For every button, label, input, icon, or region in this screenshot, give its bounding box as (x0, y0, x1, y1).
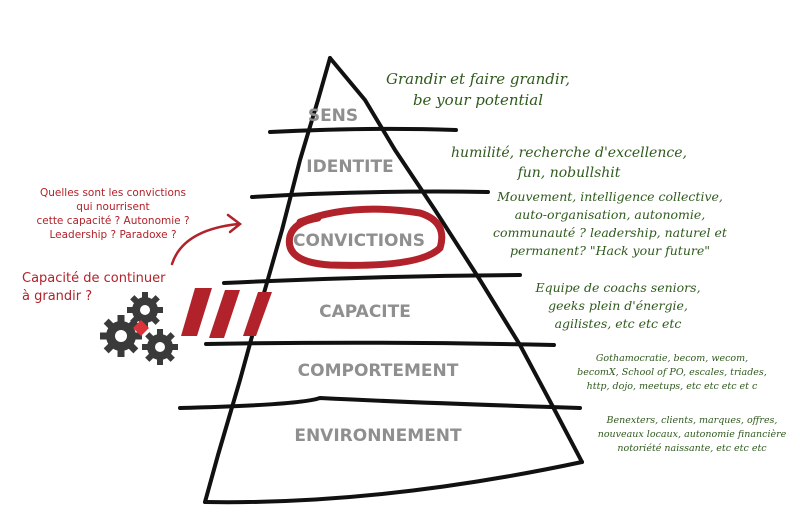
separator-3 (222, 273, 522, 285)
question-convictions: Quelles sont les convictions qui nourris… (36, 187, 189, 241)
question-convictions-line-1: Quelles sont les convictions (40, 187, 186, 199)
note-sens-line-2: be your potential (413, 91, 543, 109)
gears-icon (100, 292, 178, 365)
gear-left (100, 315, 142, 357)
note-comportement-line-3: http, dojo, meetups, etc etc etc et c (587, 381, 758, 392)
note-identite-line-2: fun, nobullshit (517, 165, 621, 181)
note-comportement-line-1: Gothamocratie, becom, wecom, (596, 353, 748, 364)
question-convictions-line-2: qui nourrisent (76, 201, 149, 213)
level-sens: SENS (308, 106, 358, 126)
note-convictions: Mouvement, intelligence collective, auto… (493, 189, 728, 258)
question-convictions-line-4: Leadership ? Paradoxe ? (49, 229, 176, 241)
separator-4 (204, 340, 556, 347)
highlight-circle-icon (285, 205, 446, 269)
gear-heart (133, 320, 149, 336)
pyramid-base (203, 460, 584, 505)
note-convictions-line-4: permanent? "Hack your future" (510, 243, 710, 258)
question-capacite-line-1: Capacité de continuer (22, 271, 166, 286)
question-capacite: Capacité de continuer à grandir ? (22, 271, 166, 304)
note-sens-line-1: Grandir et faire grandir, (386, 70, 570, 88)
separator-1 (268, 126, 458, 134)
pyramid-right-edge (328, 56, 584, 464)
level-identite: IDENTITE (306, 157, 393, 177)
pyramid (178, 56, 584, 505)
note-comportement: Gothamocratie, becom, wecom, becomX, Sch… (577, 353, 767, 392)
slash-marks-icon (181, 288, 272, 338)
note-capacite: Equipe de coachs seniors, geeks plein d'… (534, 280, 700, 331)
note-environnement-line-3: notoriété naissante, etc etc etc (617, 443, 767, 454)
question-capacite-line-2: à grandir ? (22, 289, 92, 304)
note-convictions-line-2: auto-organisation, autonomie, (515, 207, 706, 222)
level-labels: SENS IDENTITE CONVICTIONS CAPACITE COMPO… (293, 106, 462, 446)
level-convictions: CONVICTIONS (293, 231, 425, 251)
note-convictions-line-3: communauté ? leadership, naturel et (493, 225, 728, 240)
pyramid-left-edge (203, 56, 332, 504)
note-capacite-line-2: geeks plein d'énergie, (548, 298, 688, 313)
separator-2 (250, 189, 490, 199)
note-sens: Grandir et faire grandir, be your potent… (386, 70, 570, 109)
note-identite-line-1: humilité, recherche d'excellence, (451, 145, 687, 161)
note-environnement: Benexters, clients, marques, offres, nou… (598, 415, 787, 454)
note-environnement-line-2: nouveaux locaux, autonomie financière (598, 429, 787, 440)
note-capacite-line-1: Equipe de coachs seniors, (534, 280, 700, 295)
level-environnement: ENVIRONNEMENT (294, 426, 462, 446)
note-comportement-line-2: becomX, School of PO, escales, triades, (577, 367, 767, 378)
note-environnement-line-1: Benexters, clients, marques, offres, (606, 415, 778, 426)
separator-5 (178, 396, 582, 410)
level-comportement: COMPORTEMENT (298, 361, 459, 381)
note-capacite-line-3: agilistes, etc etc etc (555, 316, 682, 331)
arrow-icon (170, 213, 243, 266)
note-convictions-line-1: Mouvement, intelligence collective, (496, 189, 723, 204)
gear-right (142, 329, 178, 365)
level-capacite: CAPACITE (319, 302, 411, 322)
question-convictions-line-3: cette capacité ? Autonomie ? (36, 215, 189, 227)
note-identite: humilité, recherche d'excellence, fun, n… (451, 145, 687, 181)
